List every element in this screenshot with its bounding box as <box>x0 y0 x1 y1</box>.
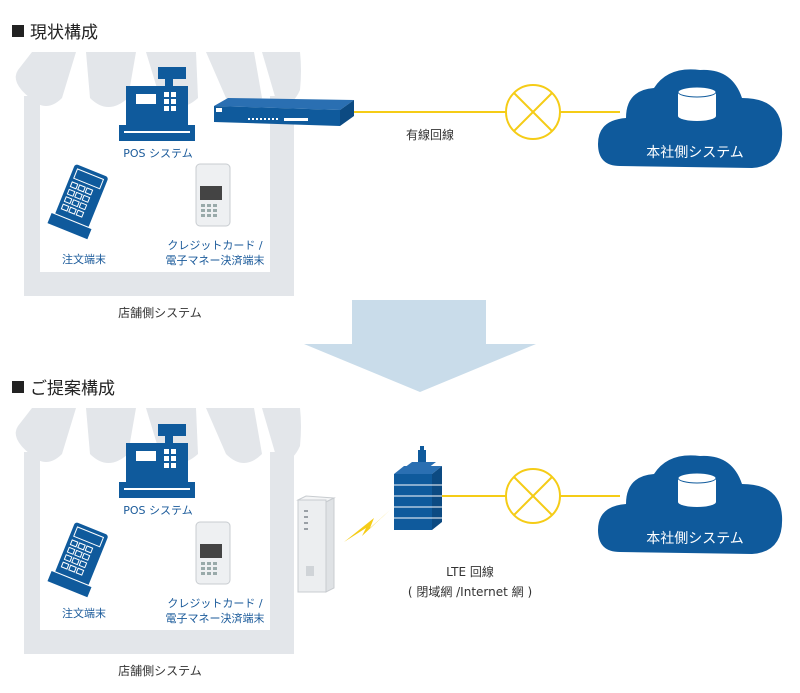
pos-label: POS システム <box>123 504 193 517</box>
store-frame <box>24 452 294 654</box>
awning-stripe <box>15 52 76 106</box>
down-arrow-icon <box>304 300 536 392</box>
lte-router-icon <box>296 495 336 593</box>
lte-line-label-line1: LTE 回線 <box>446 565 494 579</box>
cross-circle-icon <box>505 468 561 524</box>
awning-stripe <box>86 408 136 463</box>
section-heading-current: 現状構成 <box>12 18 98 43</box>
lte-line-label-line2: ( 閉域網 /Internet 網 ) <box>407 585 533 599</box>
store-building-proposed <box>15 408 301 654</box>
router-icon <box>214 98 354 126</box>
hq-system-label: 本社側システム <box>646 531 744 547</box>
store-system-label: 店舗側システム <box>118 664 202 678</box>
awning-stripe <box>86 52 136 107</box>
section-heading-proposed: ご提案構成 <box>12 374 115 399</box>
pos-label: POS システム <box>123 147 193 160</box>
store-frame <box>24 96 294 296</box>
awning-stripe <box>262 408 301 461</box>
order-terminal-label: 注文端末 <box>62 607 106 620</box>
square-bullet-icon <box>12 24 24 37</box>
payment-terminal-label-line2: 電子マネー決済端末 <box>165 612 265 625</box>
order-terminal-label: 注文端末 <box>62 253 106 266</box>
awning-stripe <box>206 52 262 107</box>
payment-terminal-label-line1: クレジットカード / <box>167 597 263 610</box>
payment-terminal-label: クレジットカード / 電子マネー決済端末 <box>160 238 270 268</box>
store-building-current <box>15 52 301 296</box>
payment-terminal-label-line1: クレジットカード / <box>167 239 263 252</box>
payment-terminal-icon <box>195 521 231 585</box>
database-icon <box>677 472 717 507</box>
hq-system-label: 本社側システム <box>646 145 744 161</box>
awning-stripe <box>15 408 76 462</box>
payment-terminal-icon <box>195 163 231 227</box>
pos-register-icon <box>119 424 195 498</box>
wireless-signal-icon <box>344 510 390 542</box>
awning-stripe <box>262 52 301 105</box>
order-terminal-icon <box>46 164 108 241</box>
square-bullet-icon <box>12 380 24 393</box>
store-system-label: 店舗側システム <box>118 306 202 320</box>
cross-circle-icon <box>505 84 561 140</box>
lte-line-label: LTE 回線 ( 閉域網 /Internet 網 ) <box>380 562 560 602</box>
base-station-icon <box>394 446 442 530</box>
payment-terminal-label-line2: 電子マネー決済端末 <box>165 254 265 267</box>
pos-register-icon <box>119 67 195 141</box>
heading-text: 現状構成 <box>30 23 98 43</box>
heading-text: ご提案構成 <box>30 379 115 399</box>
wired-line-label: 有線回線 <box>405 128 454 142</box>
payment-terminal-label: クレジットカード / 電子マネー決済端末 <box>160 596 270 626</box>
order-terminal-icon <box>46 522 108 599</box>
database-icon <box>677 86 717 121</box>
awning-stripe <box>206 408 262 463</box>
